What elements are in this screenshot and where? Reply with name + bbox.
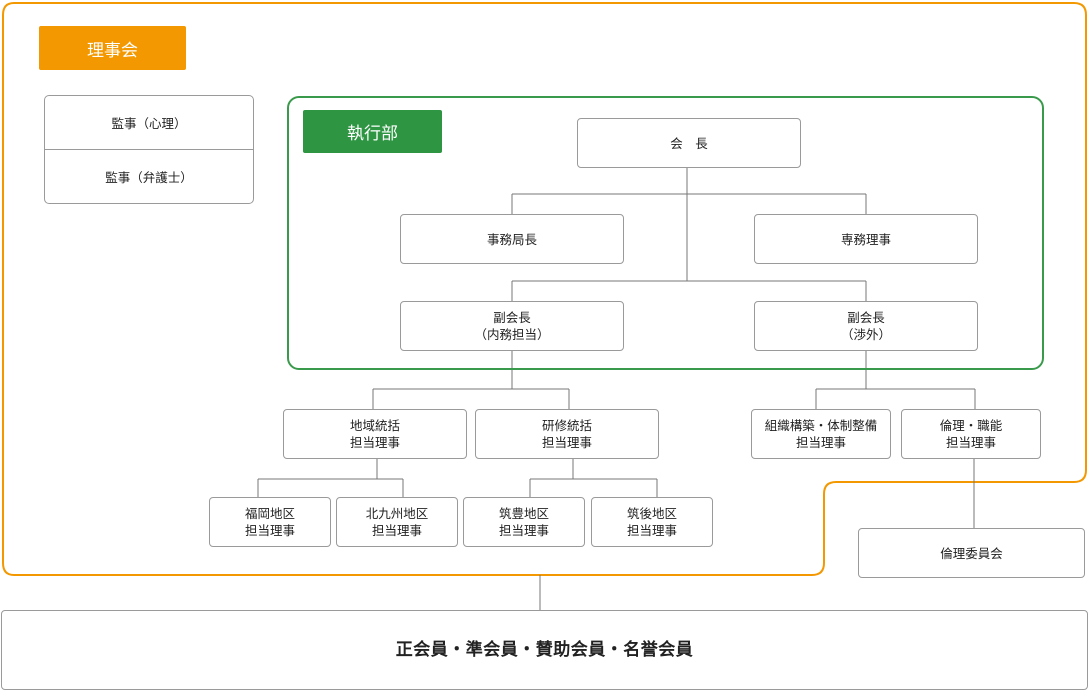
ethics-committee-box: 倫理委員会 <box>858 528 1085 578</box>
chikuho-line2: 担当理事 <box>498 523 549 538</box>
vp-internal-line2: （内務担当） <box>474 327 550 342</box>
secretary-general-box: 事務局長 <box>400 214 624 264</box>
auditors-box: 監事（心理） 監事（弁護士） <box>44 95 254 204</box>
organization-director-box: 組織構築・体制整備 担当理事 <box>751 409 891 459</box>
ethics-line2: 担当理事 <box>945 435 996 450</box>
chikuho-line1: 筑豊地区 <box>498 506 549 521</box>
vp-external-line2: （渉外） <box>840 327 891 342</box>
regional-lead-line1: 地域統括 <box>349 418 400 433</box>
vp-internal-line1: 副会長 <box>493 310 531 325</box>
president-box: 会 長 <box>577 118 801 168</box>
auditor-psychology: 監事（心理） <box>111 116 187 131</box>
chikugo-director-box: 筑後地区 担当理事 <box>591 497 713 547</box>
ethics-line1: 倫理・職能 <box>939 418 1003 433</box>
board-label: 理事会 <box>39 26 186 70</box>
fukuoka-line2: 担当理事 <box>244 523 295 538</box>
regional-lead-box: 地域統括 担当理事 <box>283 409 467 459</box>
ethics-committee-text: 倫理委員会 <box>940 545 1003 561</box>
chikugo-line2: 担当理事 <box>626 523 677 538</box>
chikuho-director-box: 筑豊地区 担当理事 <box>463 497 585 547</box>
training-lead-line2: 担当理事 <box>541 435 592 450</box>
fukuoka-director-box: 福岡地区 担当理事 <box>209 497 331 547</box>
secretary-general-text: 事務局長 <box>486 231 537 247</box>
executive-label: 執行部 <box>303 110 442 153</box>
vp-external-line1: 副会長 <box>847 310 885 325</box>
fukuoka-line1: 福岡地区 <box>244 506 295 521</box>
chikugo-line1: 筑後地区 <box>626 506 677 521</box>
members-text: 正会員・準会員・賛助会員・名誉会員 <box>395 639 694 660</box>
organization-line1: 組織構築・体制整備 <box>764 418 878 433</box>
kitakyushu-director-box: 北九州地区 担当理事 <box>336 497 458 547</box>
president-text: 会 長 <box>670 135 708 151</box>
kitakyushu-line2: 担当理事 <box>371 523 422 538</box>
vp-external-box: 副会長 （渉外） <box>754 301 978 351</box>
regional-lead-line2: 担当理事 <box>349 435 400 450</box>
members-box: 正会員・準会員・賛助会員・名誉会員 <box>1 610 1088 690</box>
training-lead-line1: 研修統括 <box>541 418 592 433</box>
ethics-director-box: 倫理・職能 担当理事 <box>901 409 1041 459</box>
kitakyushu-line1: 北九州地区 <box>365 506 429 521</box>
auditor-lawyer: 監事（弁護士） <box>105 170 193 185</box>
executive-director-box: 専務理事 <box>754 214 978 264</box>
board-outline <box>2 1 1087 576</box>
vp-internal-box: 副会長 （内務担当） <box>400 301 624 351</box>
training-lead-box: 研修統括 担当理事 <box>475 409 659 459</box>
auditor-divider <box>45 149 253 150</box>
executive-director-text: 専務理事 <box>840 231 891 247</box>
executive-frame <box>287 96 1044 370</box>
organization-line2: 担当理事 <box>795 435 846 450</box>
